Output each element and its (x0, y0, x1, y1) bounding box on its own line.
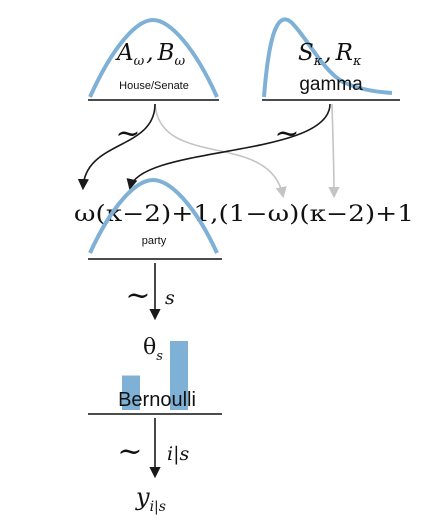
bernoulli-bar-0 (122, 375, 140, 410)
y-sub: i|s (150, 499, 166, 515)
theta-symbol: θ (143, 335, 156, 360)
kappa-R-sub: κ (352, 54, 362, 69)
svg-text:Aω,Bω: Aω,Bω (115, 40, 185, 69)
arrow-omega-to-first-param (77, 103, 156, 191)
tilde-s: ~ (125, 278, 150, 313)
theta-sub: s (156, 349, 163, 364)
svg-text:θs: θs (143, 335, 163, 364)
kappa-caption: gamma (299, 74, 363, 95)
i-given-s-label: i|s (167, 443, 189, 465)
s-index-label: s (165, 287, 175, 309)
omega-B-sub: ω (174, 54, 185, 69)
tilde-i: ~ (117, 434, 142, 469)
beta-dist: party (88, 177, 222, 260)
kappa-comma: , (324, 40, 331, 66)
party-beta-curve (88, 177, 219, 254)
arrow-omega-to-second-param (154, 103, 287, 199)
beta-shape-formula: ω(κ−2)+1,(1−ω)(κ−2)+1 (74, 202, 414, 227)
omega-B: B (157, 40, 175, 66)
arrow-kappa-to-second-param (328, 103, 340, 199)
tilde-right: ~ (274, 116, 299, 151)
kappa-R: R (335, 40, 353, 66)
omega-caption: House/Senate (119, 80, 189, 92)
svg-text:yi|s: yi|s (135, 483, 166, 515)
party-caption: party (142, 235, 167, 247)
bernoulli-dist: Bernoulli (88, 341, 222, 415)
bernoulli-caption: Bernoulli (118, 389, 196, 411)
omega-comma: , (146, 40, 153, 66)
omega-A-sub: ω (134, 54, 145, 69)
kappa-S-sub: κ (313, 54, 323, 69)
kappa-gamma-curve (262, 17, 393, 98)
prior-omega: Aω,Bω House/Senate (88, 17, 219, 101)
svg-text:Sκ,Rκ: Sκ,Rκ (298, 40, 362, 69)
omega-A: A (115, 40, 134, 66)
omega-beta-curve (88, 17, 219, 98)
prior-kappa: Sκ,Rκ gamma (262, 17, 400, 101)
kappa-S: S (298, 40, 314, 66)
bernoulli-bar-1 (170, 341, 188, 410)
arrow-kappa-to-first-param (126, 103, 331, 191)
y-symbol: y (135, 483, 150, 511)
